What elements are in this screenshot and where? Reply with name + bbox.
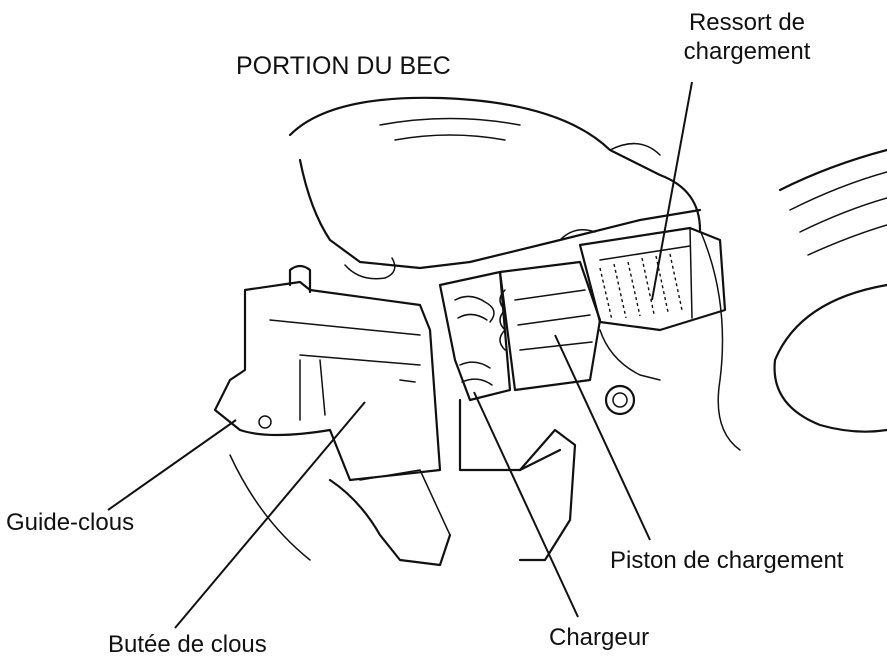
magazine-coil xyxy=(699,148,887,451)
leader-guide xyxy=(107,419,237,511)
spring-housing xyxy=(578,226,727,416)
label-ressort-line1: Ressort de xyxy=(688,9,806,36)
leader-chargeur xyxy=(473,391,579,618)
leader-lines xyxy=(107,81,693,629)
label-piston-de-chargement: Piston de chargement xyxy=(610,547,844,574)
nose-exit xyxy=(229,428,577,567)
label-chargeur: Chargeur xyxy=(549,624,650,651)
feed-piston xyxy=(498,260,602,392)
leader-butee xyxy=(174,401,366,629)
diagram-title: PORTION DU BEC xyxy=(236,52,451,80)
leader-ressort xyxy=(651,81,693,301)
label-ressort-de-chargement: Ressort de chargement xyxy=(672,8,822,66)
nose-portion xyxy=(213,264,442,482)
leader-piston xyxy=(554,334,651,541)
label-butee-de-clous: Butée de clous xyxy=(108,631,267,658)
tool-body xyxy=(288,96,702,280)
label-ressort-line2: chargement xyxy=(683,38,811,65)
label-guide-clous: Guide-clous xyxy=(6,509,135,536)
feeder xyxy=(438,270,562,472)
